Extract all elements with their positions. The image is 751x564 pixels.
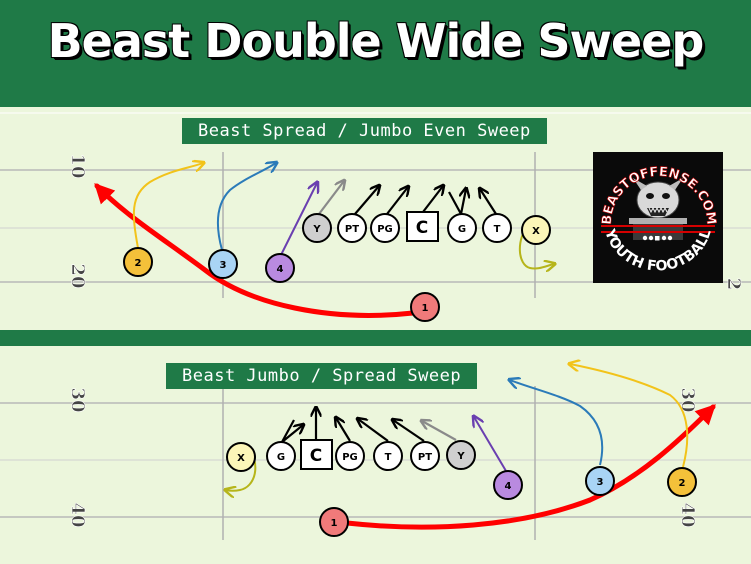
play1-player-1: 1 [410, 292, 440, 322]
svg-text:T: T [494, 224, 501, 235]
play2-player-y: Y [446, 440, 476, 470]
yard-number-30-right: 30 [677, 387, 698, 412]
play1-route-pg [386, 187, 408, 215]
yard-number-20: 20 [67, 263, 88, 288]
play2-player-t: T [373, 441, 403, 471]
svg-text:2: 2 [679, 478, 686, 489]
play1-player-y: Y [302, 213, 332, 243]
play1-player-pt: PT [337, 213, 367, 243]
play1-route-pt [354, 186, 379, 215]
svg-text:X: X [237, 453, 245, 464]
play2-route-t [358, 419, 389, 442]
play1-route-c [422, 186, 443, 213]
svg-text:C: C [416, 218, 428, 238]
yard-number-40: 40 [67, 502, 88, 527]
logo-formation-icon [642, 235, 673, 241]
play2-player-center: C [300, 439, 333, 470]
play1-route-4 [280, 183, 317, 256]
logo-graphic: BEASTOFFENSE.COM YOUTH FOOTBALL [593, 152, 723, 283]
svg-text:X: X [532, 226, 540, 237]
yard-number-20-right: 2 [723, 278, 744, 291]
play1-player-g: G [447, 213, 477, 243]
field-lines-bottom [0, 386, 751, 540]
play2-player-g: G [266, 441, 296, 471]
svg-text:C: C [310, 446, 322, 466]
svg-text:4: 4 [505, 481, 512, 492]
play2-player-pt: PT [410, 441, 440, 471]
play2-route-3 [510, 380, 604, 466]
play1-route-x [518, 221, 554, 269]
beast-icon [629, 178, 687, 240]
play2-route-pt [393, 420, 425, 442]
play2-player-4: 4 [493, 470, 523, 500]
play1-players: Y PT PG C G T X 1 [123, 211, 551, 322]
yard-number-40-right: 40 [677, 502, 698, 527]
diagram-title: Beast Double Wide Sweep [47, 14, 705, 68]
play1-routes [94, 163, 554, 318]
play1-player-x: X [521, 215, 551, 245]
play1-player-2: 2 [123, 247, 153, 277]
play2-player-2: 2 [667, 467, 697, 497]
play1-route-y [318, 181, 344, 215]
play2-player-x: X [226, 442, 256, 472]
play1-label: Beast Spread / Jumbo Even Sweep [182, 118, 547, 144]
play2-player-pg: PG [335, 441, 365, 471]
play2-route-2 [570, 364, 689, 468]
svg-text:Y: Y [312, 224, 321, 235]
play2-route-y [422, 421, 457, 441]
play2-route-pg [336, 418, 351, 442]
yard-number-10: 10 [67, 153, 88, 178]
svg-text:PG: PG [377, 224, 393, 235]
svg-text:T: T [385, 452, 392, 463]
svg-text:1: 1 [331, 518, 338, 529]
section-divider [0, 330, 751, 346]
svg-text:3: 3 [597, 477, 604, 488]
play2-route-4 [474, 417, 507, 472]
play2-route-1 [344, 404, 716, 530]
svg-text:PG: PG [342, 452, 358, 463]
svg-text:PT: PT [418, 452, 432, 463]
play1-player-center: C [406, 211, 439, 242]
play1-route-2 [132, 163, 203, 249]
play1-route-g [448, 189, 466, 215]
play2-route-g [281, 420, 303, 443]
play2-player-1: 1 [319, 507, 349, 537]
play2-routes [226, 364, 716, 530]
play1-player-t: T [482, 213, 512, 243]
svg-text:2: 2 [135, 258, 142, 269]
title-banner [0, 0, 751, 107]
play1-player-4: 4 [265, 253, 295, 283]
play1-player-3: 3 [208, 249, 238, 279]
svg-text:1: 1 [422, 303, 429, 314]
play1-route-3 [216, 163, 276, 251]
svg-text:4: 4 [277, 264, 284, 275]
svg-text:G: G [458, 224, 466, 235]
svg-text:PT: PT [345, 224, 359, 235]
play2-players: X G C PG T PT Y 1 [226, 439, 697, 537]
play1-route-1 [94, 183, 416, 318]
play2-player-3: 3 [585, 466, 615, 496]
svg-text:G: G [277, 452, 285, 463]
svg-text:3: 3 [220, 260, 227, 271]
play1-player-pg: PG [370, 213, 400, 243]
play1-route-t [480, 189, 497, 215]
play2-label: Beast Jumbo / Spread Sweep [166, 363, 478, 389]
yard-number-30: 30 [67, 387, 88, 412]
svg-text:Y: Y [456, 451, 465, 462]
beast-offense-logo: BEASTOFFENSE.COM YOUTH FOOTBALL [593, 152, 723, 283]
